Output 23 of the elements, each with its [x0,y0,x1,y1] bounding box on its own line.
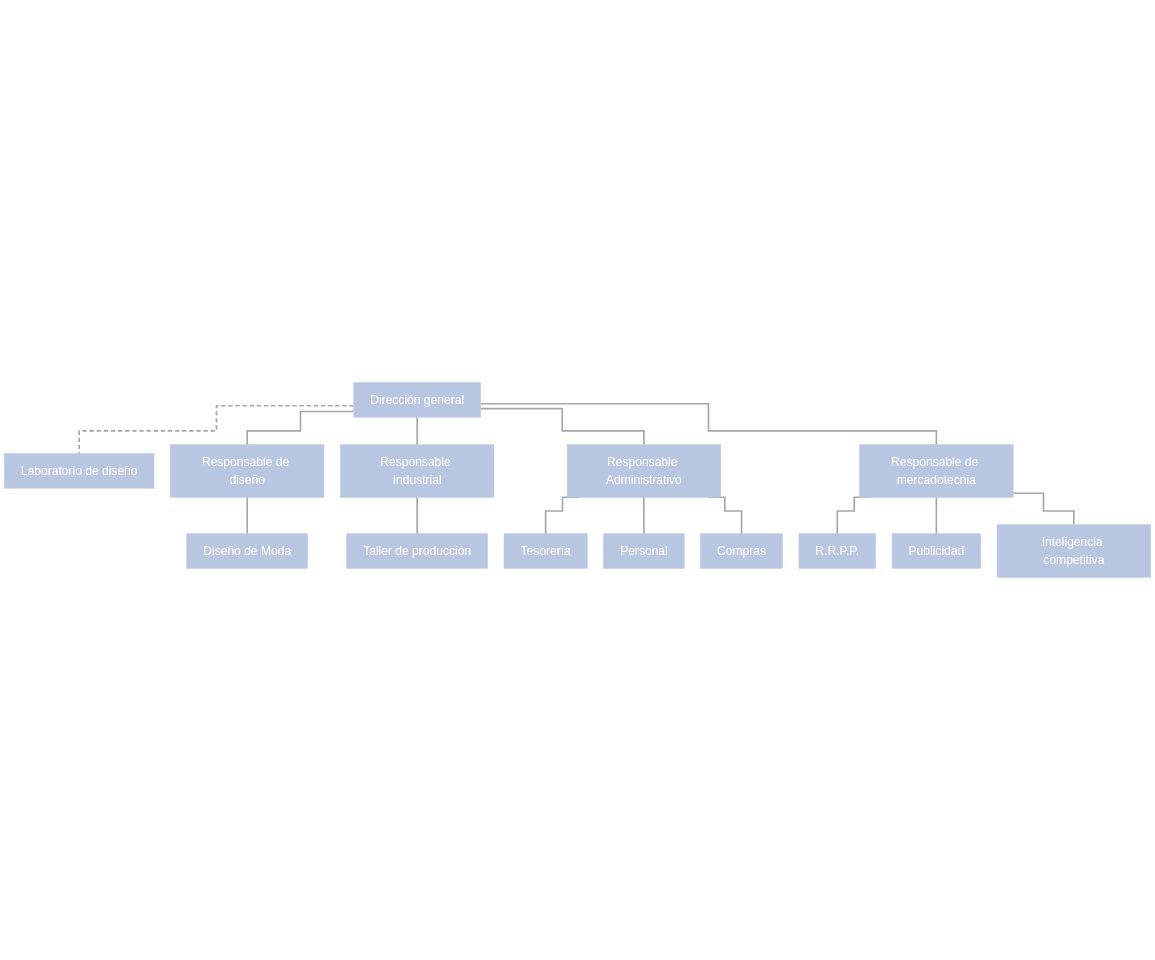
connector [935,496,938,535]
node-box: Responsable de diseño [170,444,325,498]
connector [416,416,418,446]
connector [246,410,355,446]
connector [246,496,248,535]
node-box: Diseño de Moda [186,533,308,569]
node-box: Tesorería [503,533,588,569]
node-box: Responsable Industrial [340,444,495,498]
node-box: Dirección general [353,382,481,418]
connector [643,496,645,535]
node-box: Responsable Administrativo [566,444,721,498]
node-box: R.R.P.P. [798,533,876,569]
connector [479,407,645,446]
connector [416,496,418,535]
node-box: Laboratorio de diseño [4,453,155,489]
node-box: Compras [700,533,783,569]
node-box: Inteligencia competitiva [996,524,1151,578]
node-box: Responsable de mercadotecnia [859,444,1014,498]
node-box: Taller de producción [346,533,488,569]
connector [479,402,938,446]
connector [1012,492,1075,526]
node-box: Publicidad [891,533,981,569]
node-box: Personal [603,533,685,569]
